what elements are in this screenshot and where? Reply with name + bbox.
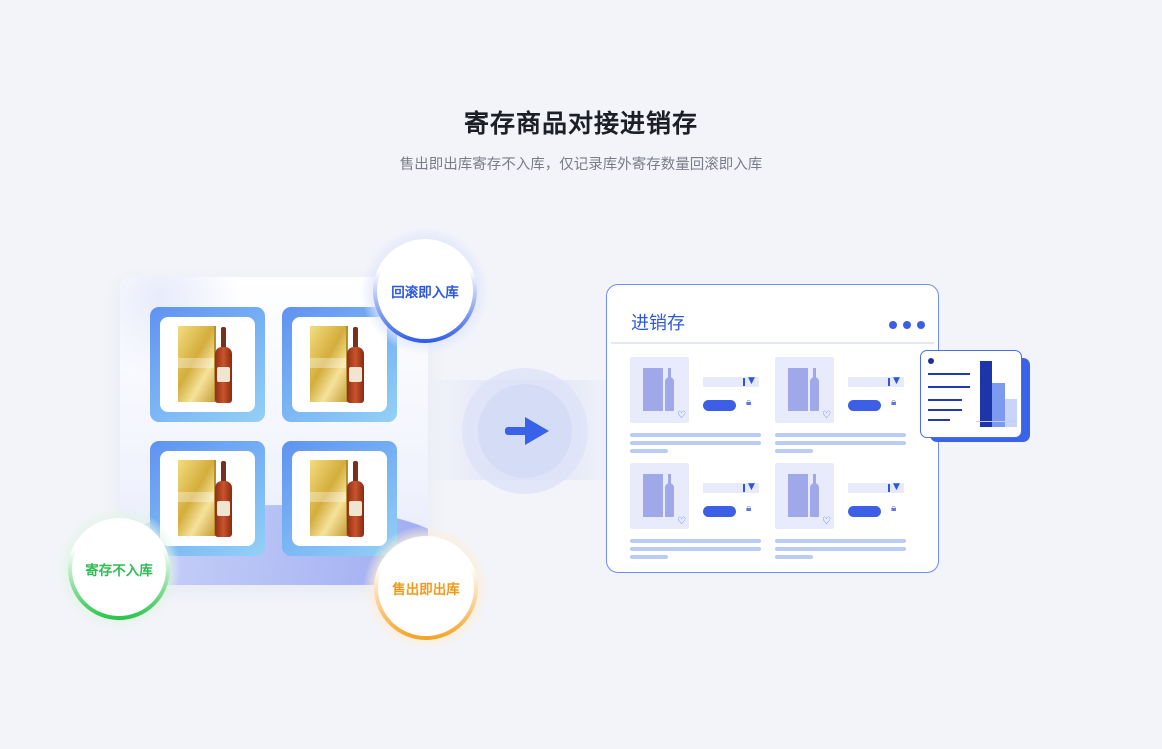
quantity-select[interactable]: ▼ bbox=[848, 482, 904, 493]
bar-chart-icon bbox=[920, 350, 1022, 438]
arrow-right-icon bbox=[505, 417, 549, 445]
stock-badge: 寄存不入库 bbox=[58, 508, 180, 630]
product-thumbnail: ♡ bbox=[630, 463, 689, 529]
lock-icon[interactable]: 🔒︎ bbox=[746, 397, 752, 408]
caret-down-icon: ▼ bbox=[748, 482, 755, 492]
window-title: 进销存 bbox=[631, 313, 685, 334]
product-image-cognac bbox=[292, 317, 387, 412]
action-button[interactable] bbox=[703, 506, 736, 517]
rollback-badge: 回滚即入库 bbox=[362, 228, 488, 354]
quantity-select[interactable]: ▼ bbox=[703, 376, 759, 387]
product-tile bbox=[282, 307, 397, 422]
caret-down-icon: ▼ bbox=[748, 376, 755, 386]
sale-badge: 售出即出库 bbox=[364, 526, 488, 650]
quantity-select[interactable]: ▼ bbox=[848, 376, 904, 387]
product-tile bbox=[150, 441, 265, 556]
lock-icon[interactable]: 🔒︎ bbox=[891, 397, 897, 408]
rollback-badge-label: 回滚即入库 bbox=[377, 243, 473, 339]
stock-badge-label: 寄存不入库 bbox=[72, 522, 166, 616]
action-button[interactable] bbox=[848, 506, 881, 517]
quantity-select[interactable]: ▼ bbox=[703, 482, 759, 493]
page-title: 寄存商品对接进销存 bbox=[463, 109, 698, 138]
inventory-item[interactable]: ♡ ▼ 🔒︎ bbox=[775, 463, 910, 563]
more-dots-icon[interactable] bbox=[889, 321, 897, 329]
caret-down-icon: ▼ bbox=[893, 482, 900, 492]
lock-icon[interactable]: 🔒︎ bbox=[891, 503, 897, 514]
inventory-item[interactable]: ♡ ▼ 🔒︎ bbox=[630, 357, 765, 457]
sale-badge-label: 售出即出库 bbox=[378, 540, 474, 636]
inventory-item[interactable]: ♡ ▼ 🔒︎ bbox=[630, 463, 765, 563]
window-divider bbox=[611, 342, 934, 344]
product-image-cognac bbox=[292, 451, 387, 546]
product-image-cognac bbox=[160, 317, 255, 412]
lock-icon[interactable]: 🔒︎ bbox=[746, 503, 752, 514]
action-button[interactable] bbox=[848, 400, 881, 411]
heart-icon[interactable]: ♡ bbox=[822, 516, 831, 527]
product-tile bbox=[282, 441, 397, 556]
product-thumbnail: ♡ bbox=[630, 357, 689, 423]
action-button[interactable] bbox=[703, 400, 736, 411]
heart-icon[interactable]: ♡ bbox=[822, 410, 831, 421]
product-tile bbox=[150, 307, 265, 422]
product-image-cognac bbox=[160, 451, 255, 546]
caret-down-icon: ▼ bbox=[893, 376, 900, 386]
product-thumbnail: ♡ bbox=[775, 357, 834, 423]
page-subtitle: 售出即出库寄存不入库，仅记录库外寄存数量回滚即入库 bbox=[399, 157, 763, 173]
heart-icon[interactable]: ♡ bbox=[677, 410, 686, 421]
product-thumbnail: ♡ bbox=[775, 463, 834, 529]
inventory-item[interactable]: ♡ ▼ 🔒︎ bbox=[775, 357, 910, 457]
heart-icon[interactable]: ♡ bbox=[677, 516, 686, 527]
inventory-window: 进销存 ♡ ▼ 🔒︎ ♡ ▼ 🔒︎ ♡ ▼ 🔒︎ ♡ ▼ 🔒︎ bbox=[606, 284, 939, 573]
